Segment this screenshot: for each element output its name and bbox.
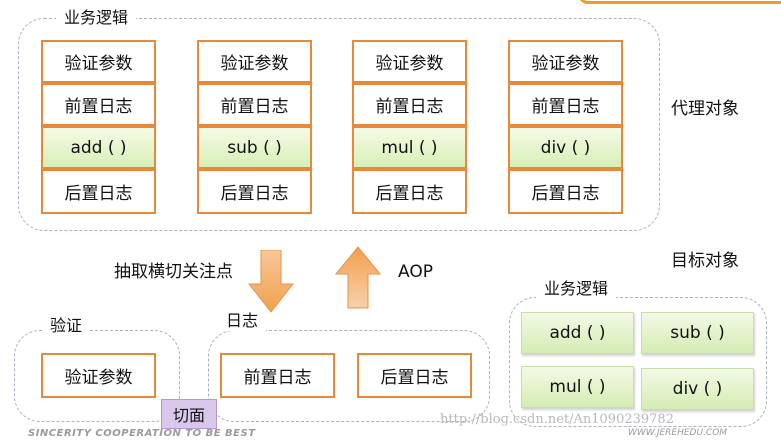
validation-group (14, 330, 180, 422)
after-log-box: 后置日志 (508, 169, 623, 214)
after-log-box: 后置日志 (352, 169, 467, 214)
before-log-box: 前置日志 (220, 353, 335, 398)
orange-corner-decoration (578, 0, 781, 4)
validate-params-box: 验证参数 (352, 40, 467, 83)
method-add-box: add ( ) (41, 126, 156, 169)
target-group-title: 业务逻辑 (536, 279, 617, 299)
method-sub-box: sub ( ) (641, 312, 754, 354)
target-object-label: 目标对象 (671, 251, 739, 271)
aspect-badge: 切面 (161, 399, 217, 429)
down-arrow-icon (248, 250, 294, 313)
after-log-box: 后置日志 (41, 169, 156, 214)
method-mul-box: mul ( ) (352, 126, 467, 169)
footer-slogan: SINCERITY COOPERATION TO BE BEST (28, 428, 256, 439)
validate-params-box: 验证参数 (197, 40, 312, 83)
before-log-box: 前置日志 (41, 83, 156, 126)
up-arrow-icon (335, 246, 381, 309)
before-log-box: 前置日志 (352, 83, 467, 126)
method-div-box: div ( ) (641, 368, 754, 410)
validate-params-box: 验证参数 (41, 353, 156, 398)
after-log-box: 后置日志 (357, 353, 472, 398)
proxy-object-label: 代理对象 (671, 99, 739, 119)
log-group-title: 日志 (218, 311, 267, 331)
validate-params-box: 验证参数 (508, 40, 623, 83)
proxy-business-logic-group (18, 18, 660, 231)
target-business-logic-group (509, 297, 767, 427)
aop-label: AOP (398, 262, 433, 282)
footer-site: WWW.JEREHEDU.COM (628, 428, 728, 438)
method-mul-box: mul ( ) (521, 366, 634, 408)
before-log-box: 前置日志 (508, 83, 623, 126)
method-add-box: add ( ) (521, 312, 634, 354)
watermark-url: http://blog.csdn.net/An1090239782 (440, 412, 674, 427)
method-div-box: div ( ) (508, 126, 623, 169)
proxy-group-title: 业务逻辑 (56, 8, 137, 28)
after-log-box: 后置日志 (197, 169, 312, 214)
validation-group-title: 验证 (42, 316, 91, 336)
extract-crosscutting-label: 抽取横切关注点 (114, 262, 233, 282)
validate-params-box: 验证参数 (41, 40, 156, 83)
before-log-box: 前置日志 (197, 83, 312, 126)
log-group (208, 330, 490, 422)
method-sub-box: sub ( ) (197, 126, 312, 169)
